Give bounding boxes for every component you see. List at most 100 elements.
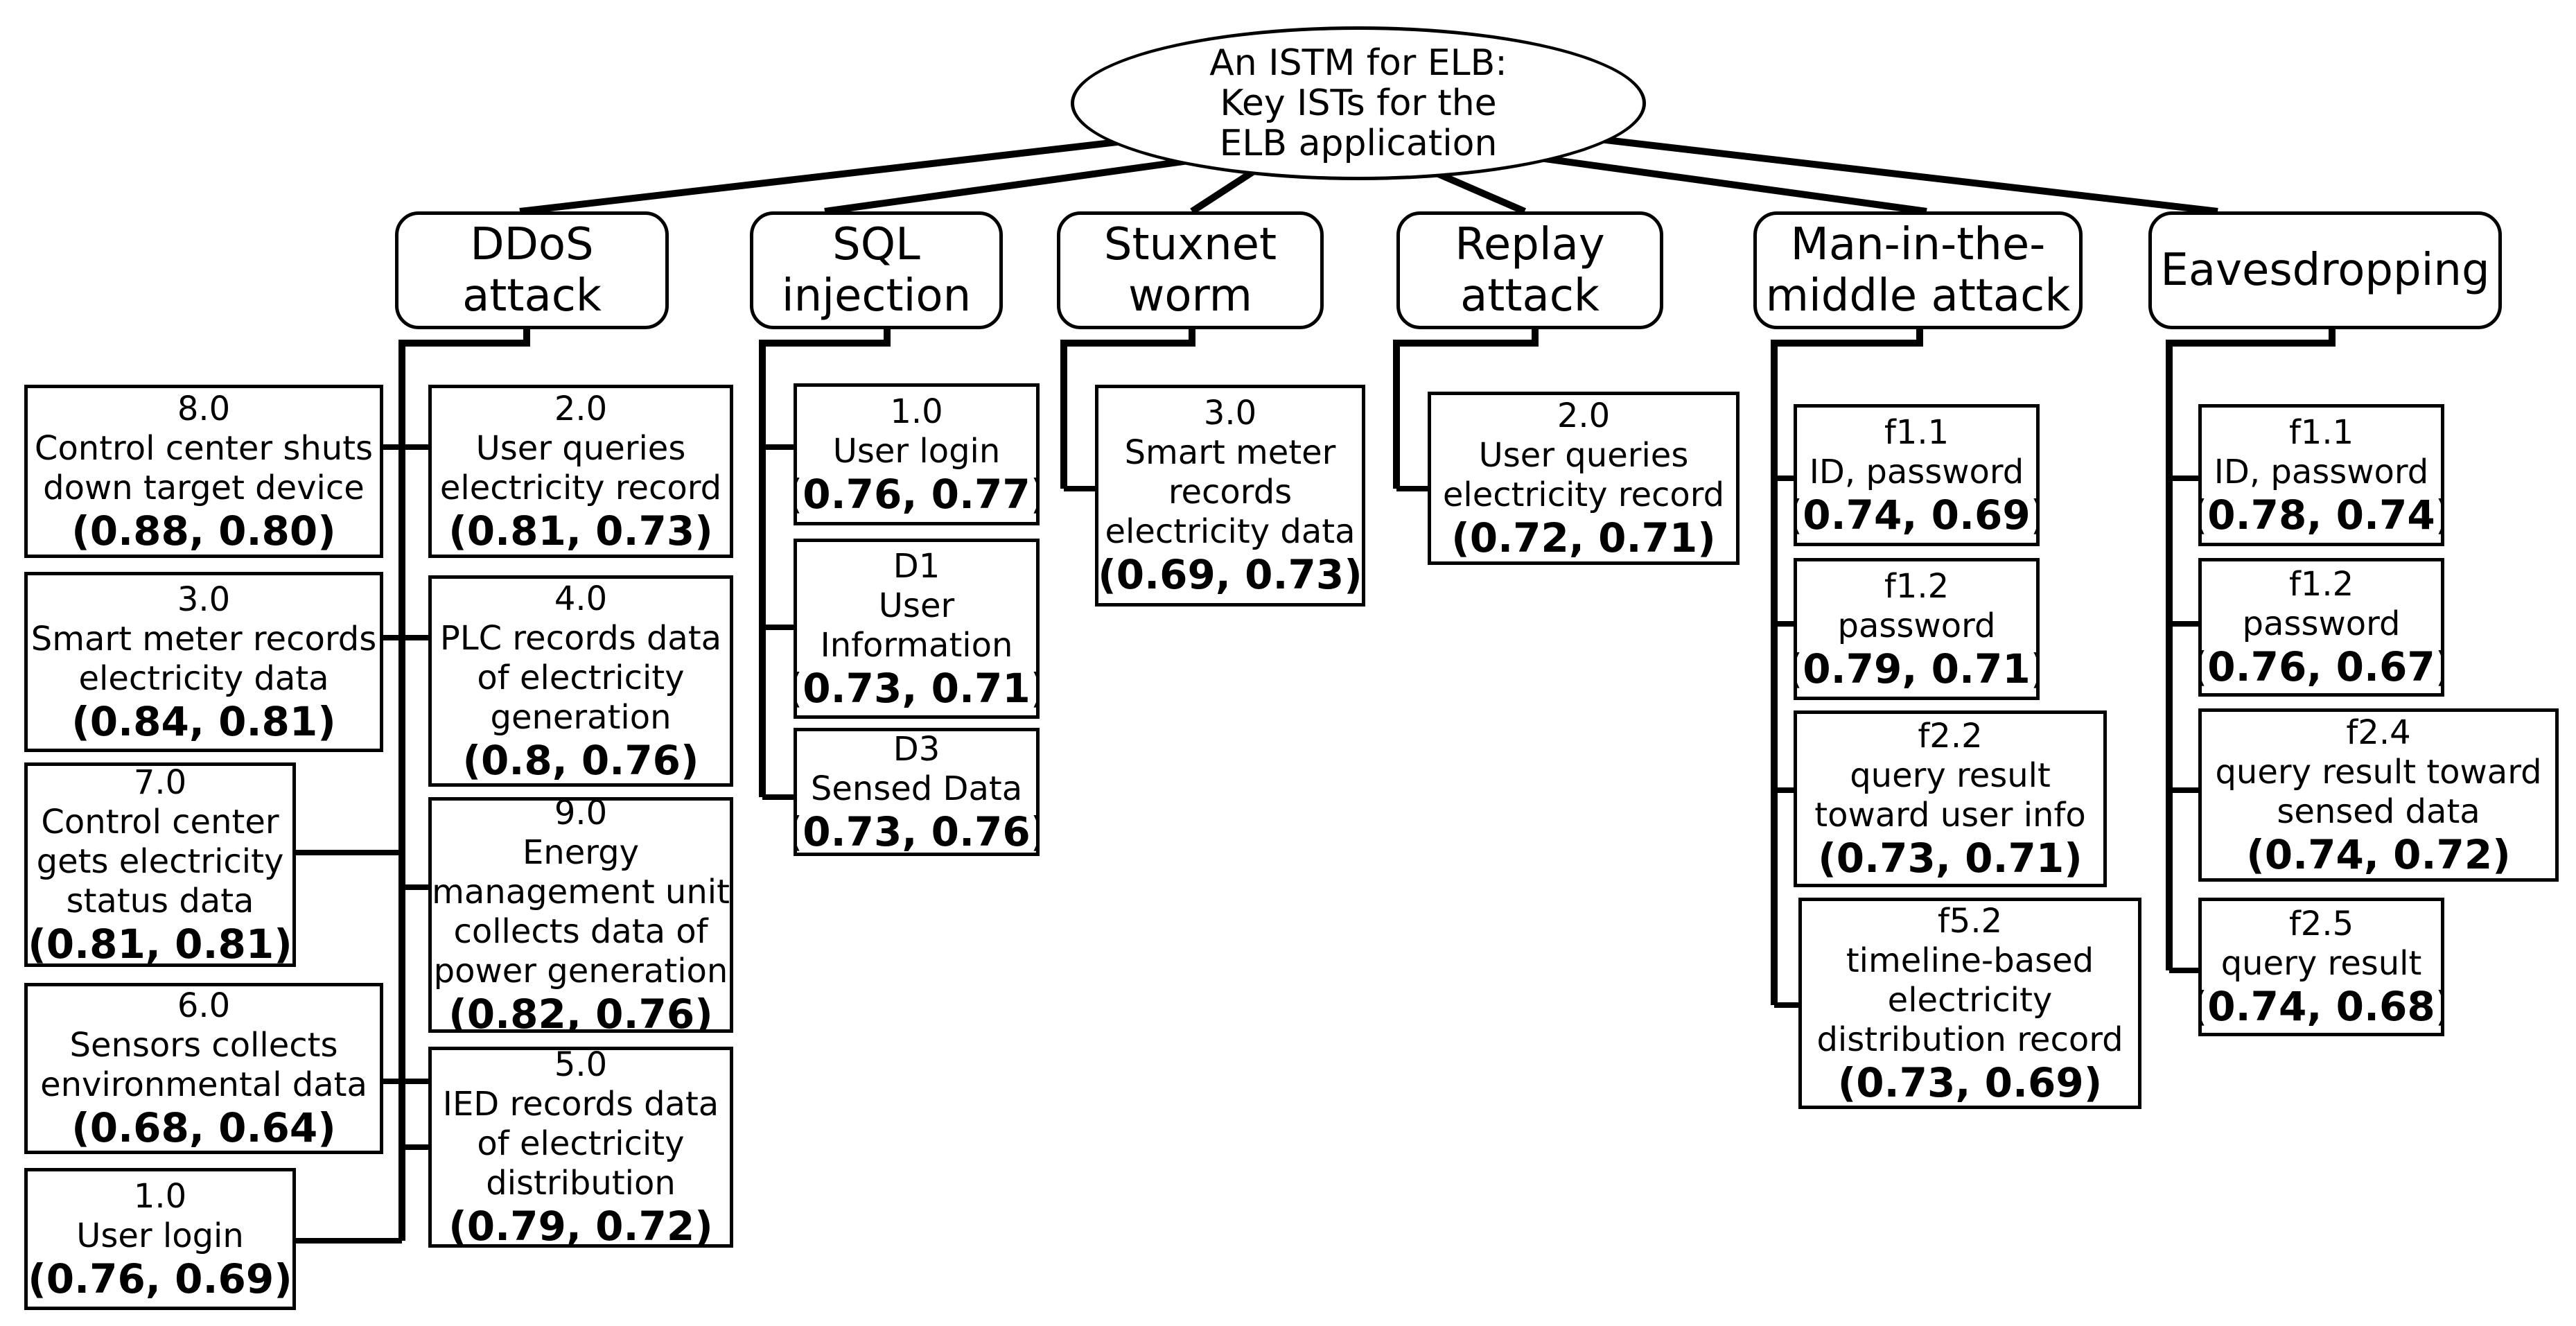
leaf-score: (0.84, 0.81) xyxy=(71,697,336,745)
leaf-score: (0.74, 0.68) xyxy=(2198,983,2444,1030)
leaf-label: PLC records data xyxy=(439,618,722,658)
leaf-id: f2.5 xyxy=(2288,905,2354,943)
leaf-id: f2.2 xyxy=(1918,717,1983,756)
leaf-id: f1.1 xyxy=(2288,412,2354,452)
leaf-id: f1.1 xyxy=(1884,412,1949,452)
root-line: An ISTM for ELB: xyxy=(1209,42,1507,84)
connector-line xyxy=(1593,135,2218,215)
leaf-id: 6.0 xyxy=(177,986,231,1025)
leaf-score: (0.78, 0.74) xyxy=(2198,491,2444,539)
leaf-label: distribution xyxy=(486,1164,676,1203)
category-label: injection xyxy=(781,270,972,322)
leaf-label: electricity data xyxy=(78,658,329,698)
leaf-id: 2.0 xyxy=(554,389,608,428)
leaf-id: 7.0 xyxy=(133,762,187,802)
leaf-label: collects data of xyxy=(453,911,708,951)
leaf-label: distribution record xyxy=(1816,1020,2123,1059)
leaf-label: of electricity xyxy=(477,658,685,697)
leaf-label: electricity record xyxy=(439,468,722,507)
connector-line xyxy=(398,329,530,1241)
leaf-label: User xyxy=(878,586,955,625)
leaf-label: Sensors collects xyxy=(69,1026,338,1065)
category-label: SQL xyxy=(832,219,920,270)
leaf-id: 9.0 xyxy=(554,797,608,832)
leaf-label: management unit xyxy=(432,872,730,911)
leaf-score: (0.68, 0.64) xyxy=(71,1104,336,1151)
leaf-label: toward user info xyxy=(1814,796,2086,835)
leaf-label: records xyxy=(1168,473,1293,512)
leaf-id: 8.0 xyxy=(177,389,231,428)
leaf-label: down target device xyxy=(43,468,365,507)
leaf-label: environmental data xyxy=(40,1065,367,1104)
leaf-score: (0.69, 0.73) xyxy=(1098,551,1363,598)
leaf-label: User queries xyxy=(475,428,686,468)
leaf-label: status data xyxy=(66,881,254,921)
leaf-id: 2.0 xyxy=(1557,396,1611,435)
leaf-score: (0.72, 0.71) xyxy=(1451,514,1716,561)
leaf-score: (0.76, 0.77) xyxy=(794,470,1040,518)
leaf-id: 5.0 xyxy=(554,1047,608,1084)
leaf-id: 3.0 xyxy=(177,579,231,619)
root-line: ELB application xyxy=(1219,123,1498,164)
connector-line xyxy=(519,135,1148,215)
leaf-score: (0.82, 0.76) xyxy=(448,990,713,1033)
leaf-id: D3 xyxy=(893,729,940,769)
leaf-id: 3.0 xyxy=(1203,394,1257,433)
leaf-label: Smart meter records xyxy=(30,619,377,658)
leaf-id: 1.0 xyxy=(890,392,943,431)
connector-line xyxy=(1771,329,1923,1005)
leaf-label: electricity xyxy=(1887,980,2053,1020)
leaf-score: (0.79, 0.71) xyxy=(1794,645,2040,692)
connector-line xyxy=(824,152,1224,215)
leaf-label: password xyxy=(1837,606,1996,645)
category-label: Man-in-the- xyxy=(1790,219,2046,270)
category-label: worm xyxy=(1128,270,1253,322)
leaf-score: (0.81, 0.73) xyxy=(448,507,713,555)
connector-line xyxy=(2166,329,2336,970)
connector-line xyxy=(1524,152,1927,215)
leaf-id: D1 xyxy=(893,546,940,586)
leaf-label: Energy xyxy=(522,832,640,872)
leaf-score: (0.73, 0.71) xyxy=(1818,835,2083,882)
leaf-label: timeline-based xyxy=(1846,941,2094,980)
leaf-label: sensed data xyxy=(2277,792,2480,831)
leaf-score: (0.73, 0.69) xyxy=(1837,1058,2103,1106)
leaf-label: Control center xyxy=(41,802,279,841)
leaf-label: Information xyxy=(820,625,1013,665)
leaf-score: (0.79, 0.72) xyxy=(448,1203,713,1248)
leaf-score: (0.81, 0.81) xyxy=(28,920,292,967)
leaf-score: (0.76, 0.69) xyxy=(28,1255,292,1302)
leaf-score: (0.8, 0.76) xyxy=(462,736,699,784)
leaf-label: Smart meter xyxy=(1124,433,1336,472)
connector-line xyxy=(759,329,891,797)
leaf-score: (0.76, 0.67) xyxy=(2198,643,2444,690)
leaf-score: (0.74, 0.72) xyxy=(2246,830,2511,878)
leaf-label: electricity record xyxy=(1442,475,1725,514)
leaf-label: query result toward xyxy=(2215,752,2542,792)
category-node: Eavesdropping xyxy=(2148,211,2502,329)
connector-line xyxy=(1060,329,1195,489)
leaf-label: User login xyxy=(832,431,1001,471)
leaf-label: IED records data xyxy=(442,1085,719,1124)
leaf-id: f5.2 xyxy=(1937,901,2003,941)
leaf-score: (0.74, 0.69) xyxy=(1794,491,2040,539)
leaf-label: Sensed Data xyxy=(810,769,1023,808)
